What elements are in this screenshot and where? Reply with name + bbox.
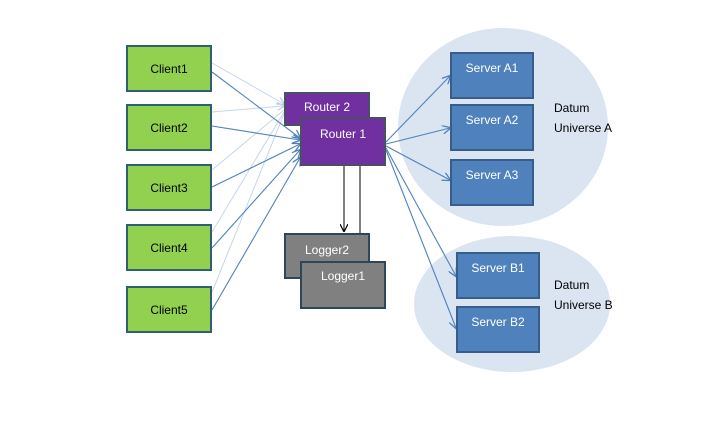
logger1-node[interactable]: Logger1: [300, 261, 386, 309]
server-a3-label: Server A3: [465, 168, 519, 182]
edge-client3-router1: [211, 144, 300, 188]
server-b2-node[interactable]: Server B2: [456, 306, 540, 353]
server-a3-node[interactable]: Server A3: [450, 159, 534, 206]
datum-universe-b-label: Datum Universe B: [554, 275, 613, 315]
server-a1-label: Server A1: [465, 61, 519, 75]
edge-client1-router1: [211, 71, 300, 138]
client4-label: Client4: [150, 240, 188, 255]
edge-client2-router1: [211, 125, 300, 140]
edge-router1-server-a3: [385, 145, 450, 180]
universe-b-label-line2: Universe B: [554, 298, 613, 312]
client1-node[interactable]: Client1: [126, 45, 212, 92]
edge-client2-router2: [211, 106, 284, 113]
edge-client1-router2: [211, 62, 284, 104]
router1-node[interactable]: Router 1: [300, 117, 386, 166]
universe-a-label-line2: Universe A: [554, 121, 613, 135]
edge-client4-router2: [211, 111, 285, 233]
universe-b-label-line1: Datum: [554, 278, 590, 292]
edge-router1-server-a2: [385, 128, 450, 145]
client3-node[interactable]: Client3: [126, 164, 212, 211]
client3-label: Client3: [150, 180, 188, 195]
router2-label: Router 2: [303, 100, 351, 114]
edge-client5-router2: [211, 113, 285, 293]
edge-client5-router1: [211, 158, 300, 311]
client2-node[interactable]: Client2: [126, 104, 212, 151]
client4-node[interactable]: Client4: [126, 224, 212, 271]
router1-label: Router 1: [319, 127, 367, 141]
client5-label: Client5: [150, 302, 188, 317]
server-a2-label: Server A2: [465, 113, 519, 127]
server-b1-node[interactable]: Server B1: [456, 252, 540, 299]
edge-client3-router2: [211, 109, 285, 171]
logger1-label: Logger1: [320, 269, 366, 283]
server-a1-node[interactable]: Server A1: [450, 52, 534, 99]
universe-a-label-line1: Datum: [554, 101, 590, 115]
datum-universe-a-label: Datum Universe A: [554, 98, 612, 138]
edge-client4-router1: [211, 150, 300, 249]
client1-label: Client1: [150, 61, 188, 76]
client5-node[interactable]: Client5: [126, 286, 212, 333]
client2-label: Client2: [150, 120, 188, 135]
logger2-label: Logger2: [304, 243, 350, 257]
server-b2-label: Server B2: [471, 315, 525, 329]
edge-router1-server-a1: [385, 76, 450, 143]
edge-router1-server-b1: [385, 147, 456, 276]
edge-router1-server-b2: [385, 149, 456, 328]
server-b1-label: Server B1: [471, 261, 525, 275]
server-a2-node[interactable]: Server A2: [450, 104, 534, 151]
